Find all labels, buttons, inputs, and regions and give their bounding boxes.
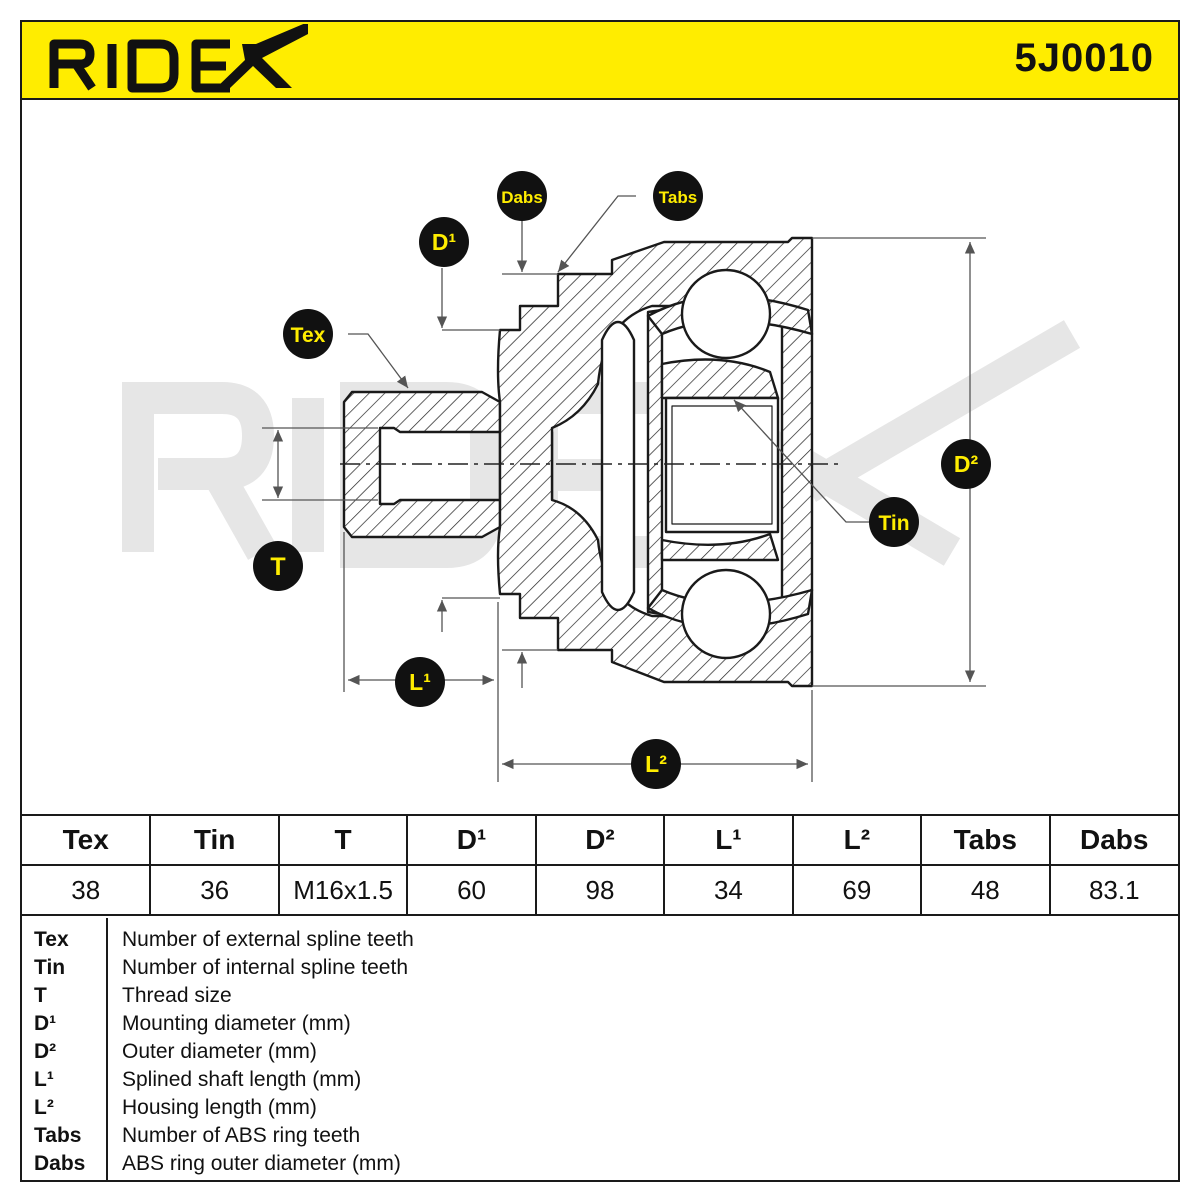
inner-race [646,308,664,616]
datasheet-frame: 5J0010 [20,20,1180,1182]
spec-header-row: Tex Tin T D¹ D² L¹ L² Tabs Dabs [22,815,1178,866]
callout-d1: D¹ [419,217,469,267]
spec-value-dabs: 83.1 [1088,874,1140,905]
spec-value-l1: 34 [664,865,794,915]
legend-term: T [34,984,47,1007]
legend-desc: Mounting diameter (mm) [122,1012,351,1035]
legend-desc: ABS ring outer diameter (mm) [122,1152,401,1175]
inner-hub-bottom [660,532,780,562]
legend-row: D¹ Mounting diameter (mm) [22,1010,1178,1038]
spec-header-d1: D¹ [407,815,537,866]
legend: Tex Number of external spline teeth Tin … [22,918,1178,1182]
inner-hub-top [660,358,780,400]
legend-term: D² [34,1040,57,1063]
header-bar: 5J0010 [22,22,1178,100]
legend-desc: Outer diameter (mm) [122,1040,317,1063]
spec-header-tex: Tex [22,815,152,866]
svg-text:D²: D² [954,451,979,477]
callout-t: T [253,541,303,591]
brand-logo [49,24,308,93]
spec-value-d2: 98 [535,865,666,915]
spec-header-dabs: Dabs [1049,815,1178,866]
legend-row: Tex Number of external spline teeth [22,926,1178,954]
legend-term: Tabs [34,1124,82,1147]
spec-value-tabs: 48 [921,865,1051,915]
legend-row: D² Outer diameter (mm) [22,1038,1178,1066]
legend-term: L² [34,1096,54,1119]
svg-text:T: T [270,553,285,581]
callout-tabs: Tabs [653,171,703,221]
legend-term: Dabs [34,1152,86,1175]
svg-text:L²: L² [645,751,667,777]
cv-joint-drawing: Tex Dabs Tabs D¹ T Tin D² L¹ [122,171,1081,789]
spline-inner-wall [671,405,773,525]
spec-value-l2: 69 [792,865,923,915]
legend-row: Tin Number of internal spline teeth [22,954,1178,982]
callout-l2: L² [631,739,681,789]
legend-row: L¹ Splined shaft length (mm) [22,1066,1178,1094]
callout-l1: L¹ [395,657,445,707]
svg-text:Tin: Tin [878,512,909,535]
legend-desc: Splined shaft length (mm) [122,1068,362,1091]
legend-term: L¹ [34,1068,54,1091]
svg-text:Tex: Tex [291,324,326,347]
legend-row: T Thread size [22,982,1178,1010]
legend-row: Tabs Number of ABS ring teeth [22,1122,1178,1150]
joint-section [342,236,814,688]
legend-row: Dabs ABS ring outer diameter (mm) [22,1150,1178,1178]
legend-term: D¹ [34,1012,57,1035]
legend-term: Tex [34,928,69,951]
centre-slot [600,320,636,612]
svg-text:Tabs: Tabs [659,188,697,207]
ball-bottom [680,568,772,660]
spec-header-tin: Tin [150,815,280,866]
part-number: 5J0010 [1014,36,1154,80]
spec-table: Tex Tin T D¹ D² L¹ L² Tabs Dabs 38 36 M1… [22,814,1178,916]
legend-desc: Number of external spline teeth [122,928,414,951]
spec-header-t: T [278,815,409,866]
spec-value-tex: 38 [22,865,152,915]
legend-desc: Number of ABS ring teeth [122,1124,361,1147]
legend-row: L² Housing length (mm) [22,1094,1178,1122]
legend-term: Tin [34,956,66,979]
spec-header-l1: L¹ [664,815,794,866]
spec-value-tin: 36 [150,865,280,915]
callout-tex: Tex [283,309,333,359]
ball-top [680,268,772,360]
spec-header-d2: D² [535,815,666,866]
svg-text:L¹: L¹ [409,669,431,695]
legend-desc: Housing length (mm) [122,1096,317,1119]
legend-desc: Thread size [122,984,232,1007]
spec-header-tabs: Tabs [921,815,1051,866]
legend-desc: Number of internal spline teeth [122,956,408,979]
spec-header-l2: L² [792,815,923,866]
svg-text:D¹: D¹ [432,229,456,255]
spec-value-d1: 60 [407,865,537,915]
callout-dabs: Dabs [497,171,547,221]
spec-value-t: M16x1.5 [278,865,409,915]
legend-divider [106,918,108,1182]
callout-tin: Tin [869,497,919,547]
callout-d2: D² [941,439,991,489]
svg-text:Dabs: Dabs [501,188,543,207]
spec-value-row: 38 36 M16x1.5 60 98 34 69 48 83.1 [22,865,1178,915]
